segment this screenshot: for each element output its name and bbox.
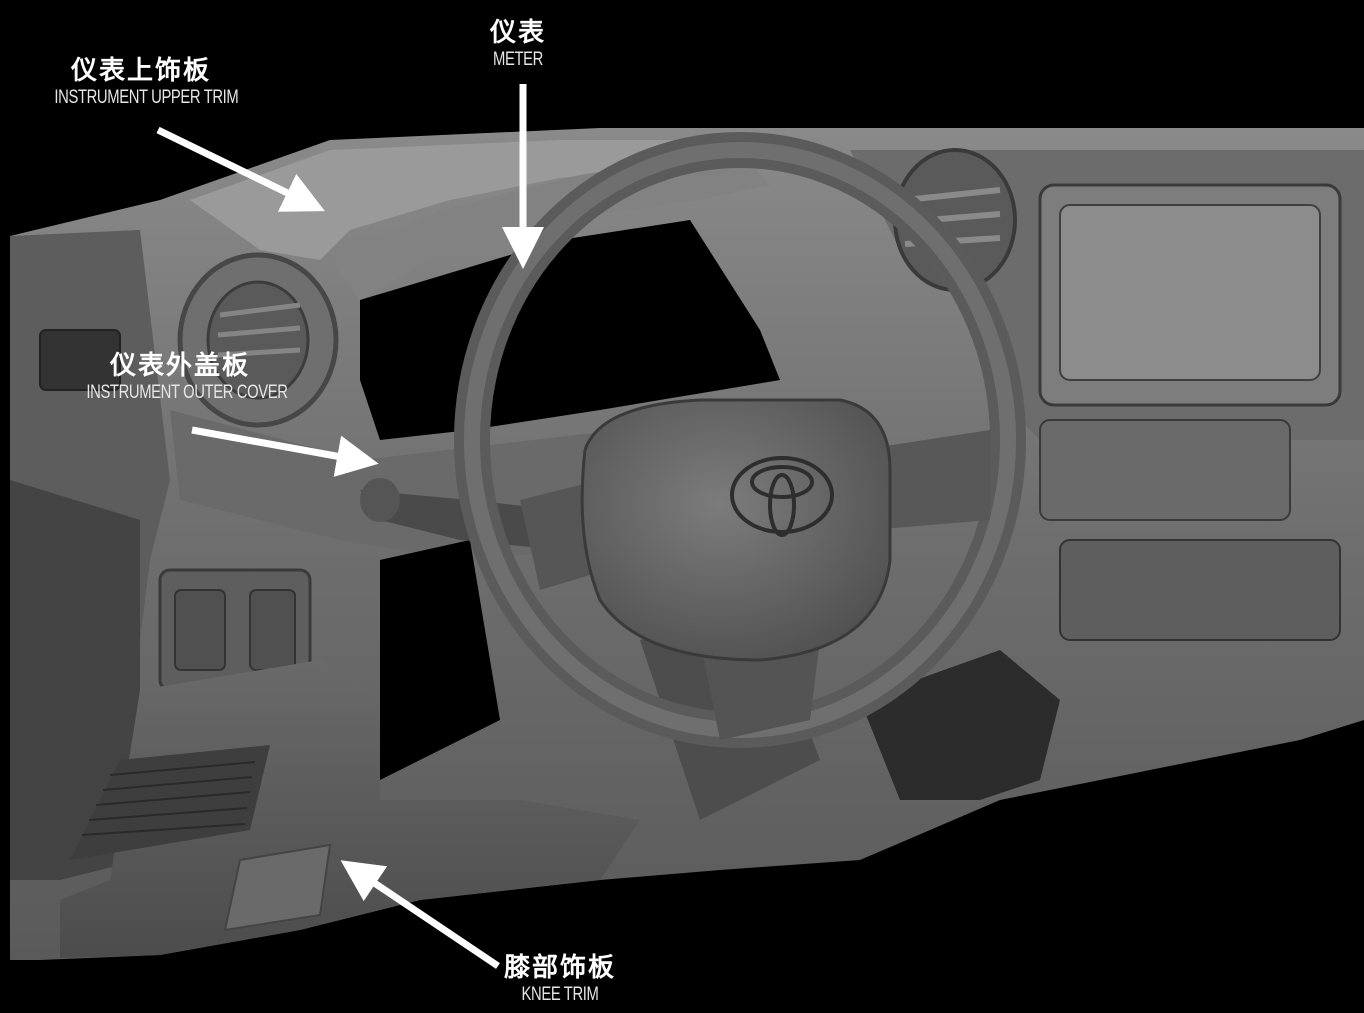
knee-trim-arrow [340,860,500,969]
knee-trim-zh-label: 膝部饰板 [503,953,616,983]
callout-knee-trim: 膝部饰板 KNEE TRIM [490,952,630,1006]
dashboard-body [10,128,1364,960]
outer-cover-en-label: INSTRUMENT OUTER COVER [86,382,288,403]
callout-meter: 仪表 METER [468,17,568,71]
upper-trim-arrow [156,126,325,212]
upper-trim-en-label: INSTRUMENT UPPER TRIM [54,87,239,108]
outer-cover-arrow [191,426,379,477]
callout-outer-cover: 仪表外盖板 INSTRUMENT OUTER COVER [60,350,300,404]
meter-en-label: METER [493,49,543,70]
upper-trim-zh-label: 仪表上饰板 [70,56,211,86]
toyota-emblem-icon [730,456,834,537]
steering-wheel [360,132,1026,820]
outer-cover-zh-label: 仪表外盖板 [109,351,250,381]
knee-trim-en-label: KNEE TRIM [521,984,599,1005]
meter-zh-label: 仪表 [489,18,546,48]
callout-arrows [156,84,544,969]
callout-upper-trim: 仪表上饰板 INSTRUMENT UPPER TRIM [30,55,252,109]
